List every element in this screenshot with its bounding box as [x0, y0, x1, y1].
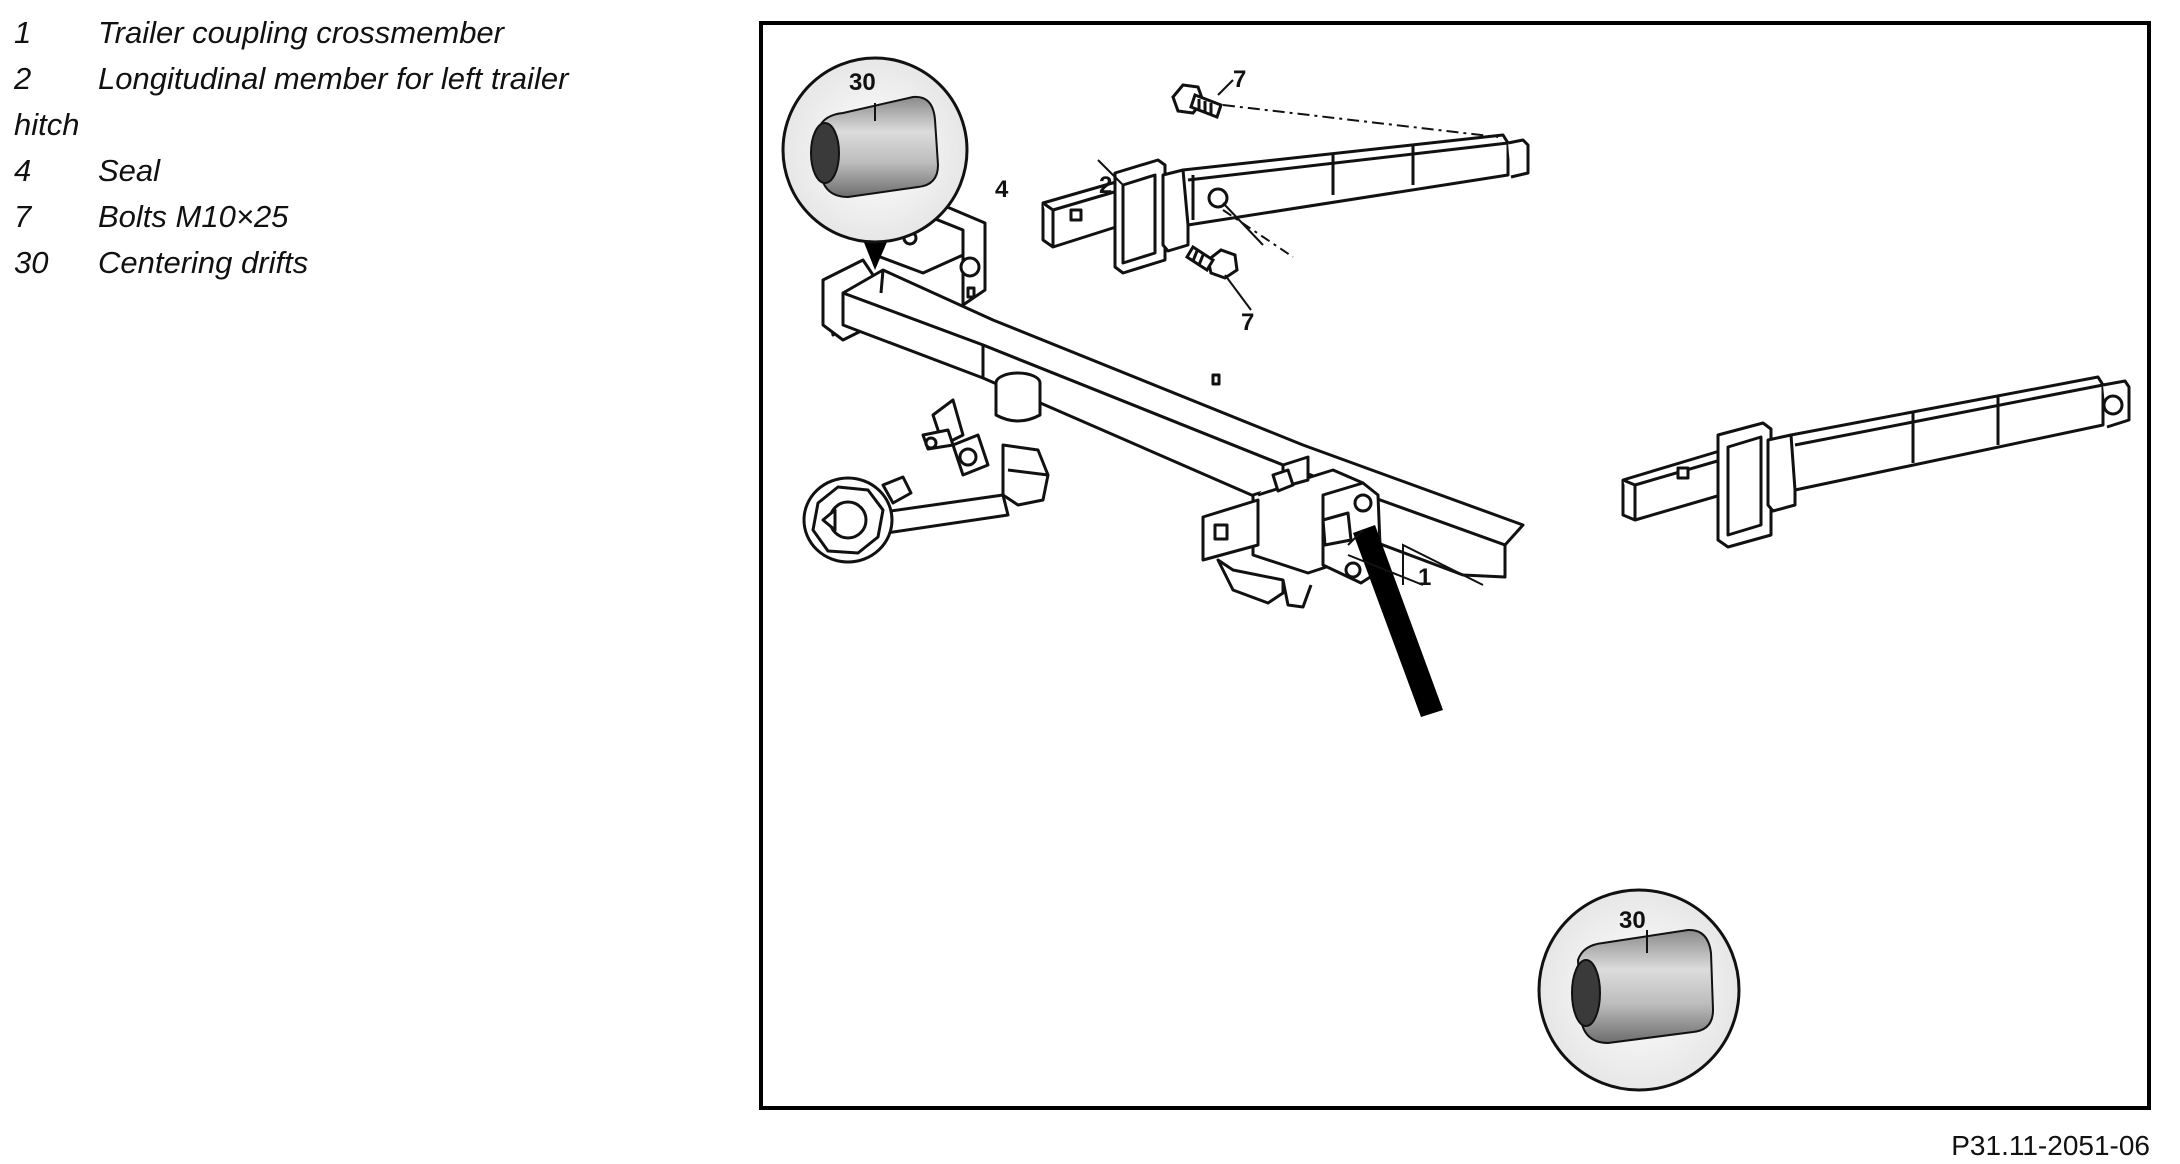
legend-item-1: 1 Trailer coupling crossmember — [14, 10, 714, 56]
legend-label: Bolts M10×25 — [98, 199, 289, 234]
legend-label-continuation: hitch — [14, 107, 80, 142]
callout-4: 4 — [995, 176, 1009, 203]
callout-30-bottom: 30 — [1619, 907, 1646, 934]
diagram-frame: 1 2 4 7 7 30 30 — [759, 21, 2151, 1110]
legend-number: 30 — [14, 245, 49, 280]
legend-item-7: 7 Bolts M10×25 — [14, 194, 714, 240]
centering-drift-detail-top — [781, 56, 969, 270]
centering-drift-detail-bottom — [1353, 525, 1741, 1092]
legend-item-4: 4 Seal — [14, 148, 714, 194]
callout-30-top: 30 — [849, 69, 876, 96]
callout-1: 1 — [1418, 564, 1431, 591]
legend-item-2-continued: hitch — [14, 102, 714, 148]
legend-number: 4 — [14, 153, 32, 188]
legend-label: Trailer coupling crossmember — [98, 15, 504, 50]
callout-7-top: 7 — [1233, 66, 1246, 93]
crossmember — [821, 191, 1525, 609]
callout-2: 2 — [1099, 172, 1112, 199]
legend-label: Centering drifts — [98, 245, 309, 280]
legend-item-2: 2 Longitudinal member for left trailer — [14, 56, 714, 102]
legend-number: 7 — [14, 199, 32, 234]
legend-number: 2 — [14, 61, 32, 96]
legend-label: Seal — [98, 153, 161, 188]
figure-reference: P31.11-2051-06 — [1951, 1130, 2150, 1161]
leader-lines — [1097, 79, 1484, 586]
legend-label: Longitudinal member for left trailer — [98, 61, 569, 96]
left-longitudinal-member — [1041, 133, 1530, 275]
legend-number: 1 — [14, 15, 32, 50]
legend: 1 Trailer coupling crossmember 2 Longitu… — [14, 10, 714, 286]
tow-ball-assembly — [802, 398, 1050, 564]
right-longitudinal-member — [1621, 375, 2131, 549]
bolt-icon — [1171, 83, 1223, 119]
callout-7-bottom: 7 — [1241, 309, 1254, 336]
legend-item-30: 30 Centering drifts — [14, 240, 714, 286]
trailer-hitch-diagram: 1 2 4 7 7 30 30 — [781, 56, 2131, 1092]
bolt-icon — [1184, 244, 1239, 280]
